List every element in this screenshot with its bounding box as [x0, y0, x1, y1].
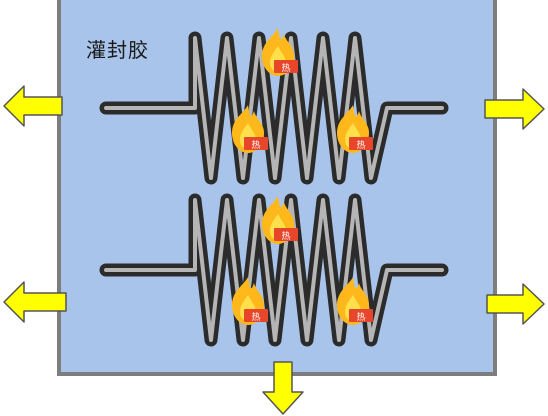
heat-dissipation-arrow-icon-left-top	[3, 85, 63, 127]
heat-dissipation-arrow-icon-right-bottom	[486, 283, 545, 325]
heat-tag: 热	[251, 139, 260, 151]
potting-compound-label: 灌封胶	[86, 38, 149, 62]
heat-tag: 热	[281, 62, 290, 74]
coil-bottom	[99, 193, 449, 347]
heat-dissipation-arrow-icon-down	[262, 361, 304, 415]
heat-flame-icon: 热	[337, 105, 373, 153]
heat-dissipation-arrow-icon-right-top	[484, 88, 545, 130]
heat-tag: 热	[281, 230, 290, 242]
heat-tag: 热	[356, 311, 365, 323]
heat-tag: 热	[251, 311, 260, 323]
coil-top-inner-wire	[104, 36, 444, 180]
heat-flame-icon: 热	[262, 196, 298, 244]
heat-tag: 热	[356, 139, 365, 151]
coil-top	[99, 31, 449, 185]
heat-dissipation-arrow-icon-left-bottom	[3, 281, 67, 323]
heat-flame-icon: 热	[262, 28, 298, 76]
heat-flame-icon: 热	[232, 105, 268, 153]
coil-bottom-inner-wire	[104, 198, 444, 342]
heat-flame-icon: 热	[232, 277, 268, 325]
heat-flame-icon: 热	[337, 277, 373, 325]
